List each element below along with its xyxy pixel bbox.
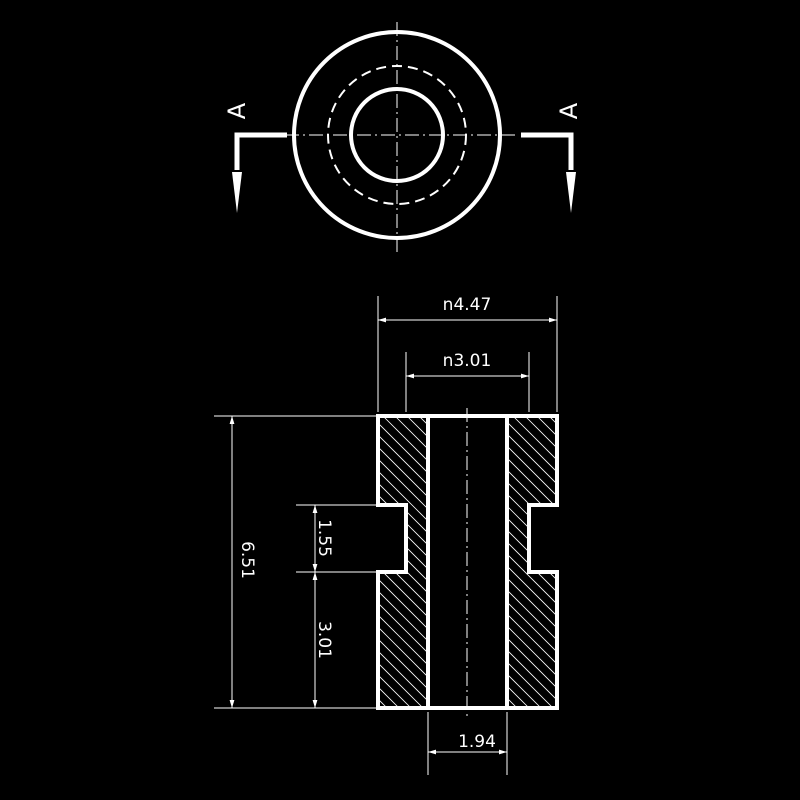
hatch-line: [378, 416, 428, 708]
hatch-line: [554, 416, 557, 708]
hatch-line: [412, 416, 428, 708]
hatch-line: [378, 416, 428, 708]
hatch-line: [65, 410, 370, 715]
dimension-outer-diameter: n4.47: [377, 295, 558, 412]
dimension-lower-height: 3.01: [312, 572, 334, 708]
dimension-total-height: 6.51: [214, 415, 376, 709]
hatch-line: [378, 416, 428, 708]
dimension-inner-diameter-text: n3.01: [443, 351, 492, 371]
hatch-line: [507, 416, 557, 708]
hatch-line: [507, 416, 557, 708]
hatch-line: [507, 416, 537, 708]
hatch-line: [507, 416, 557, 708]
hatch-line: [378, 416, 419, 708]
hatch-line: [378, 416, 428, 708]
hatch-line: [507, 416, 557, 708]
section-view: [65, 408, 800, 716]
dimension-outer-diameter-text: n4.47: [443, 295, 492, 315]
dimension-groove-height: 1.55: [296, 504, 376, 573]
section-marker-left: A: [223, 102, 287, 213]
dimension-bore-width: 1.94: [427, 712, 508, 775]
hatch-left: [65, 410, 742, 715]
hatch-line: [378, 416, 428, 708]
dimension-total-height-text: 6.51: [237, 541, 257, 579]
hatch-line: [378, 416, 428, 708]
hatch-line: [507, 416, 557, 708]
hatch-line: [507, 416, 557, 708]
hatch-line: [507, 416, 557, 708]
hatch-line: [507, 416, 557, 708]
hatch-line: [378, 416, 428, 708]
section-label-right: A: [555, 102, 583, 119]
hatch-line: [424, 416, 428, 708]
bore-circle: [349, 87, 445, 183]
hatch-line: [378, 416, 383, 708]
hatch-line: [378, 416, 428, 708]
dimension-lower-height-text: 3.01: [314, 621, 334, 659]
hatch-line: [542, 416, 557, 708]
hatch-line: [507, 416, 557, 708]
hatch-line: [507, 416, 557, 708]
hatch-line: [507, 416, 557, 708]
hatch-line: [437, 410, 742, 715]
hatch-line: [378, 416, 428, 708]
hatch-line: [507, 416, 557, 708]
hatch-line: [378, 416, 428, 708]
hatch-line: [507, 416, 557, 708]
top-view: A A: [223, 22, 583, 253]
hatch-line: [400, 416, 428, 708]
hatch-line: [378, 416, 428, 708]
section-label-left: A: [223, 102, 251, 119]
dimension-inner-diameter: n3.01: [405, 351, 530, 412]
section-outline-left: [376, 414, 430, 710]
dimension-groove-height-text: 1.55: [314, 519, 334, 557]
hidden-groove-circle: [327, 65, 467, 205]
hatch-line: [507, 416, 549, 708]
hatch-line: [507, 416, 557, 708]
hatch-line: [507, 416, 557, 708]
hatch-line: [378, 416, 428, 708]
hatch-line: [530, 416, 557, 708]
dimension-bore-width-text: 1.94: [458, 732, 496, 752]
hatch-line: [507, 416, 557, 708]
hatch-line: [507, 416, 557, 708]
section-marker-right: A: [521, 102, 583, 213]
hatch-line: [507, 416, 557, 708]
hatch-line: [507, 416, 525, 708]
hatch-line: [378, 416, 428, 708]
hatch-line: [378, 416, 428, 708]
hatch-line: [378, 416, 428, 708]
hatch-line: [518, 416, 557, 708]
section-outline-right: [505, 414, 559, 710]
hatch-line: [388, 416, 428, 708]
hatch-line: [567, 410, 800, 715]
hatch-line: [378, 416, 428, 708]
hatch-right: [507, 410, 800, 715]
outer-circle: [292, 30, 502, 240]
hatch-line: [378, 416, 428, 708]
